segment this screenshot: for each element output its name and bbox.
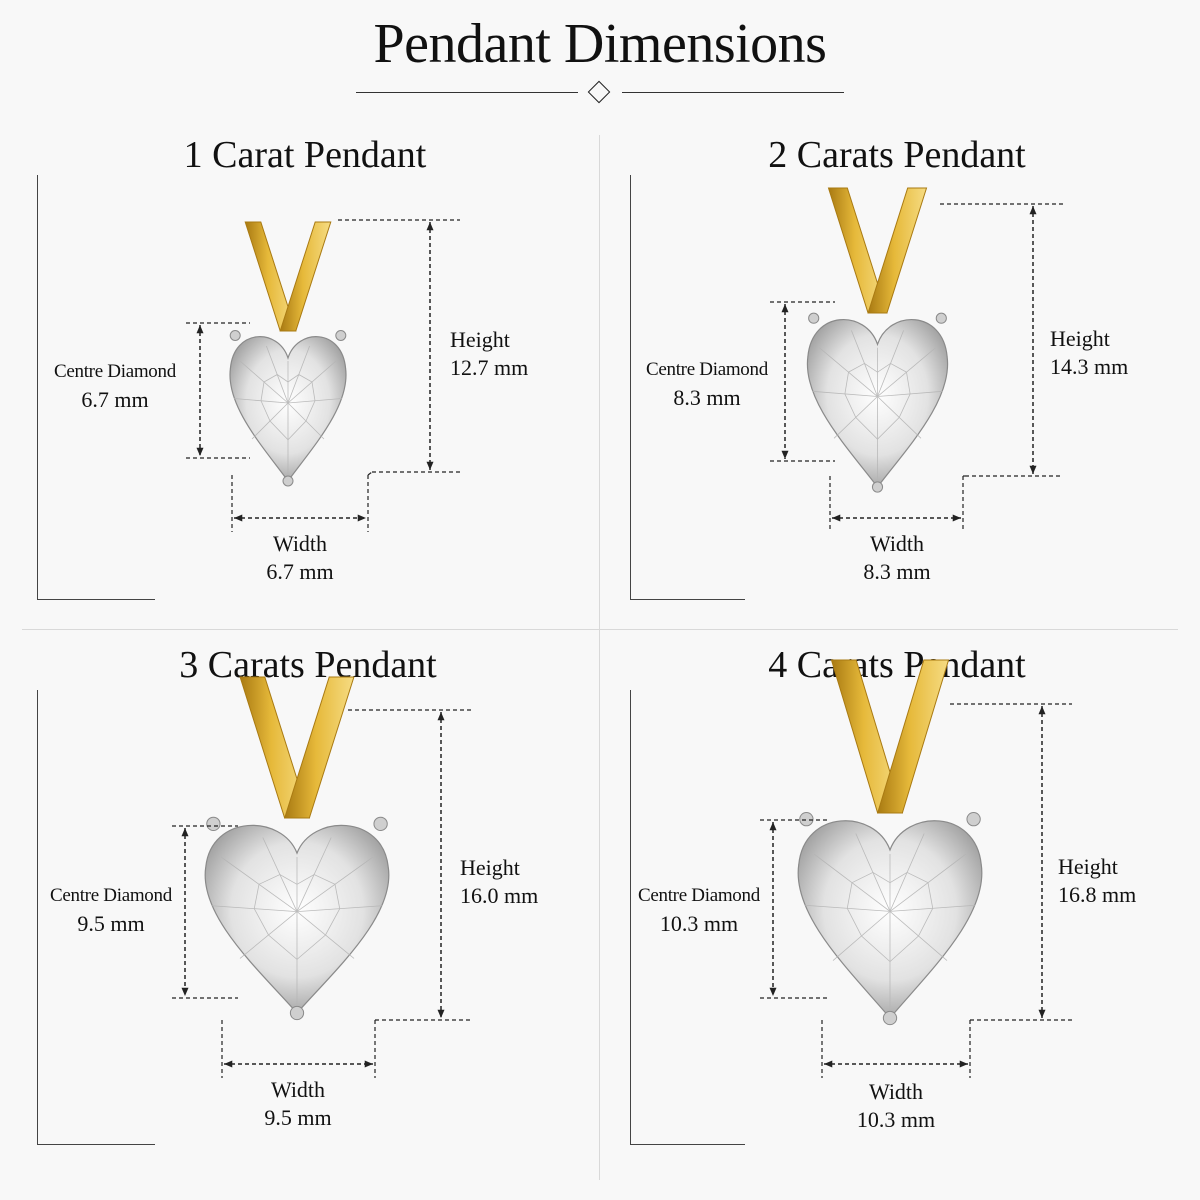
prong	[966, 812, 981, 827]
arrow-head	[426, 461, 434, 470]
arrow-head	[959, 1060, 968, 1068]
diamond-facets	[211, 837, 383, 1008]
heart-pendant-icon	[204, 676, 390, 1021]
frame-corner-horizontal	[630, 1144, 745, 1145]
title-rule-left	[356, 92, 578, 93]
arrow-head	[824, 1060, 833, 1068]
prong	[808, 312, 820, 324]
centre-diamond-label: Centre Diamond 10.3 mm	[638, 885, 760, 936]
prong	[935, 312, 947, 324]
bale-arm-right	[283, 676, 355, 819]
arrow-head	[952, 514, 961, 522]
arrow-head	[196, 325, 204, 334]
bale-arm-right	[279, 221, 332, 332]
arrow-head	[181, 987, 189, 996]
prong	[871, 481, 884, 493]
dimension-lines	[172, 709, 471, 1078]
title-rule-right	[622, 92, 844, 93]
arrow-head	[769, 987, 777, 996]
prong	[882, 1010, 898, 1026]
arrow-head	[234, 514, 243, 522]
frame-corner-vertical	[630, 175, 631, 600]
prong	[799, 812, 814, 827]
arrow-head	[437, 1009, 445, 1018]
pendant-4-diagram	[760, 659, 1072, 1078]
arrow-head	[437, 712, 445, 721]
pendant-panel-3: 3 Carats Pendant Centre Diamond 9.5 mm H…	[0, 640, 600, 1160]
width-label: Width 8.3 mm	[863, 531, 931, 584]
panel-title: 4 Carats Pendant	[768, 644, 1026, 686]
panel-title: 1 Carat Pendant	[183, 134, 427, 176]
pendant-panel-4: 4 Carats Pendant Centre Diamond 10.3 mm …	[600, 640, 1200, 1160]
prong	[289, 1005, 305, 1021]
dimension-lines	[760, 703, 1072, 1078]
pendant-panel-1: 1 Carat Pendant Centre Diamond 6.7 mm He…	[0, 130, 600, 650]
frame-corner-vertical	[37, 690, 38, 1145]
heart-pendant-icon	[806, 187, 949, 493]
pendant-3-diagram	[172, 676, 471, 1078]
arrow-head	[181, 828, 189, 837]
arrow-head	[769, 822, 777, 831]
grid-divider-horizontal	[22, 629, 1178, 630]
centre-diamond-label: Centre Diamond 8.3 mm	[646, 359, 768, 410]
dimension-lines	[186, 219, 460, 532]
prong	[335, 330, 347, 341]
panel-title: 2 Carats Pendant	[768, 134, 1026, 176]
prong	[282, 475, 294, 487]
centre-diamond-label: Centre Diamond 9.5 mm	[50, 885, 172, 936]
pendant-2-diagram	[770, 187, 1063, 532]
arrow-head	[426, 222, 434, 231]
dimension-lines	[770, 203, 1063, 532]
heart-pendant-icon	[229, 221, 347, 487]
prong	[229, 330, 241, 341]
bale-arm-right	[867, 187, 928, 314]
width-label: Width 10.3 mm	[856, 1079, 936, 1132]
height-label: Height 14.3 mm	[1050, 326, 1129, 379]
page-title: Pendant Dimensions	[373, 13, 827, 75]
arrow-head	[1029, 206, 1037, 215]
frame-corner-horizontal	[630, 599, 745, 600]
centre-diamond-label: Centre Diamond 6.7 mm	[54, 361, 176, 412]
arrow-head	[832, 514, 841, 522]
diamond-facets	[812, 330, 943, 482]
arrow-head	[781, 450, 789, 459]
width-label: Width 9.5 mm	[264, 1077, 332, 1130]
height-label: Height 12.7 mm	[450, 327, 529, 380]
arrow-head	[1038, 706, 1046, 715]
pendant-panel-2: 2 Carats Pendant Centre Diamond 8.3 mm H…	[600, 130, 1200, 650]
arrow-head	[357, 514, 366, 522]
bale-arm-right	[876, 659, 950, 814]
width-label: Width 6.7 mm	[266, 531, 334, 584]
arrow-head	[1029, 465, 1037, 474]
diamond-ornament-icon	[587, 80, 611, 104]
diamond-facets	[804, 833, 976, 1012]
arrow-head	[364, 1060, 373, 1068]
arrow-head	[781, 304, 789, 313]
extension-line	[367, 471, 373, 476]
heart-pendant-icon	[797, 659, 983, 1026]
height-label: Height 16.8 mm	[1058, 854, 1137, 907]
pendant-1-diagram	[186, 219, 460, 532]
diamond-facets	[233, 345, 343, 477]
frame-corner-vertical	[37, 175, 38, 600]
arrow-head	[224, 1060, 233, 1068]
frame-corner-vertical	[630, 690, 631, 1145]
panel-title: 3 Carats Pendant	[179, 644, 437, 686]
frame-corner-horizontal	[37, 1144, 155, 1145]
height-label: Height 16.0 mm	[460, 855, 539, 908]
frame-corner-horizontal	[37, 599, 155, 600]
arrow-head	[1038, 1009, 1046, 1018]
prong	[206, 816, 221, 832]
prong	[373, 816, 388, 832]
arrow-head	[196, 447, 204, 456]
grid-divider-vertical	[599, 135, 600, 1180]
